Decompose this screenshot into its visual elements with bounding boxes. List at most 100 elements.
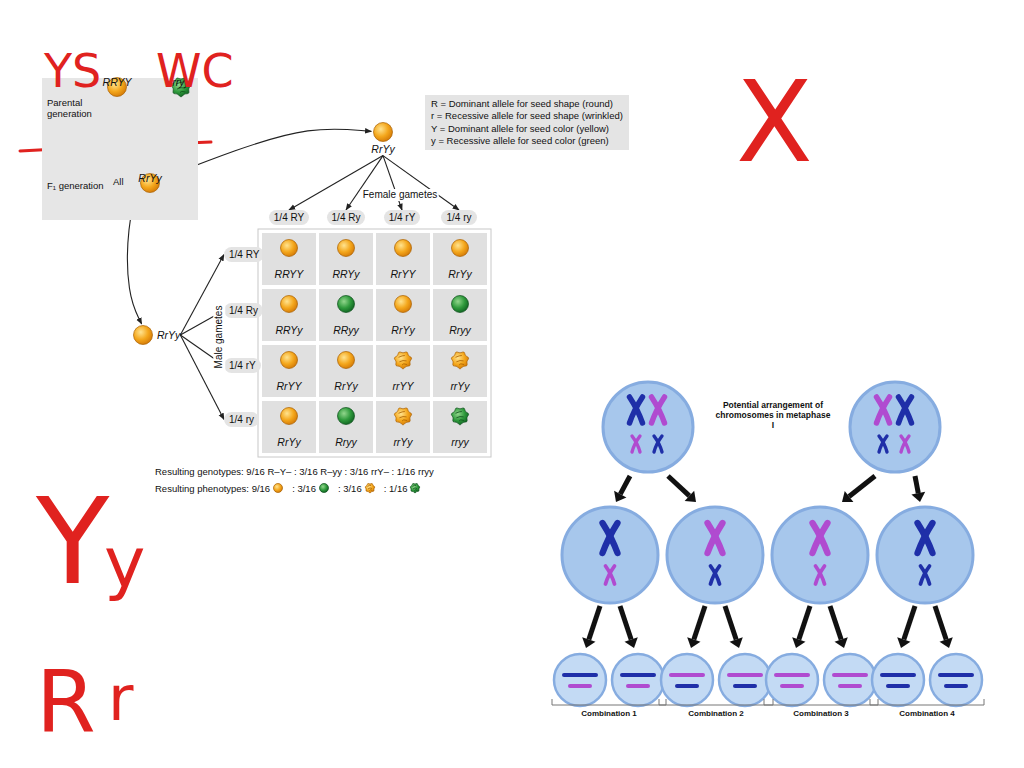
pea-round xyxy=(395,240,412,257)
chromatid xyxy=(606,566,615,584)
pea-crease xyxy=(456,417,463,418)
figure-caption: Combination 3 xyxy=(793,709,849,718)
chromatid xyxy=(782,684,802,688)
pea-round xyxy=(452,296,469,313)
pea-crease xyxy=(402,364,407,365)
cell-group xyxy=(562,382,973,603)
pea-icon xyxy=(393,294,413,314)
pea-round xyxy=(281,240,298,257)
result-text: Resulting genotypes: 9/16 R–Y– : 3/16 R–… xyxy=(155,467,434,478)
chromatid xyxy=(606,566,615,584)
gamete-text: 1/4 Ry xyxy=(229,304,258,317)
process-arrowhead xyxy=(835,637,848,648)
process-arrowhead xyxy=(911,492,925,502)
pea-node: AllRrYy xyxy=(139,172,161,194)
process-arrow xyxy=(915,476,918,493)
genotype-text: RrYy xyxy=(334,381,357,393)
process-arrowhead xyxy=(842,491,853,502)
pea-round xyxy=(395,296,412,313)
gamete-circle xyxy=(719,654,771,706)
gamete-label: 1/4 rY xyxy=(384,210,421,225)
gamete-circle xyxy=(554,654,606,706)
punnett-cell: rrYY xyxy=(376,345,430,397)
pea-icon xyxy=(450,238,470,258)
cell-circle xyxy=(877,507,973,603)
punnett-cell: rrYy xyxy=(433,345,487,397)
pea-round xyxy=(452,240,469,257)
pea-crease xyxy=(456,411,462,413)
process-arrowhead xyxy=(582,637,595,648)
pea-node: RrYy xyxy=(132,324,180,346)
chromatid xyxy=(888,684,908,688)
phenotype-row: Resulting phenotypes: 9/16: 3/16: 3/16: … xyxy=(155,482,421,494)
genotype-text: RRYy xyxy=(332,269,359,281)
pea-icon xyxy=(336,238,356,258)
genotype-text: rrYy xyxy=(450,381,469,393)
pea-icon xyxy=(279,406,299,426)
genotype-text: rrYY xyxy=(393,381,414,393)
figure-part xyxy=(394,408,411,425)
punnett-cell: RRyy xyxy=(319,289,373,341)
process-arrow xyxy=(589,606,600,639)
pea-icon xyxy=(450,294,470,314)
chromatid xyxy=(813,523,828,553)
chromatid xyxy=(946,684,966,688)
figure-part xyxy=(451,408,468,425)
chromatid xyxy=(899,397,912,423)
pea-icon xyxy=(364,482,376,494)
combination-bracket xyxy=(764,699,878,705)
chromatid xyxy=(735,684,755,688)
punnett-cell: RrYY xyxy=(376,233,430,285)
chromatid xyxy=(652,397,665,423)
chromatid xyxy=(877,397,890,423)
handwritten-note: y xyxy=(104,528,145,598)
pea-icon xyxy=(450,406,470,426)
gamete-circle xyxy=(661,654,713,706)
pea-crease xyxy=(415,490,418,491)
cross-arrow xyxy=(289,156,383,210)
chromatid xyxy=(654,436,662,452)
gamete-label: 1/4 Ry xyxy=(327,210,366,225)
pea-crease xyxy=(369,490,372,491)
handwritten-note: WC xyxy=(156,48,234,94)
pea-crease xyxy=(413,488,417,489)
chromatid xyxy=(708,523,723,553)
chromatid xyxy=(834,673,866,677)
combination-bracket xyxy=(552,699,666,705)
genotype-text: rryy xyxy=(451,437,469,449)
genotype-text: RRyy xyxy=(333,325,359,337)
gamete-cell-group xyxy=(554,654,982,706)
figure-caption: Combination 4 xyxy=(899,709,955,718)
chromatid xyxy=(901,436,909,452)
pea-icon xyxy=(279,350,299,370)
key-line: r = Recessive allele for seed shape (wri… xyxy=(431,110,623,122)
gamete-circle xyxy=(872,654,924,706)
combination-bracket xyxy=(870,699,984,705)
result-text: : 1/16 xyxy=(384,483,408,494)
pea-node: RrYy xyxy=(371,121,394,156)
pea-icon xyxy=(409,482,421,494)
pea-wrinkled xyxy=(451,408,468,425)
punnett-cell: RRYY xyxy=(262,233,316,285)
pea-icon xyxy=(279,294,299,314)
pea-crease xyxy=(413,485,417,486)
pea-icon xyxy=(336,294,356,314)
gamete-text: 1/4 ry xyxy=(229,413,254,426)
punnett-cell: RrYy xyxy=(262,401,316,453)
punnett-cell: RrYy xyxy=(376,289,430,341)
punnett-grid xyxy=(258,229,491,457)
gamete-label: 1/4 rY xyxy=(224,358,261,373)
punnett-cell: RrYY xyxy=(262,345,316,397)
combination-bracket xyxy=(659,699,773,705)
process-arrowhead xyxy=(687,637,700,648)
process-arrowhead xyxy=(685,491,696,502)
figure-caption: Combination 2 xyxy=(688,709,744,718)
chromatid xyxy=(632,436,640,452)
cell-circle xyxy=(603,382,693,472)
pea-round xyxy=(338,352,355,369)
chromatid xyxy=(813,523,828,553)
chromatid xyxy=(622,673,654,677)
result-text: Resulting phenotypes: 9/16 xyxy=(155,483,270,494)
chromatid xyxy=(630,397,643,423)
key-line: Y = Dominant allele for seed color (yell… xyxy=(431,123,623,135)
